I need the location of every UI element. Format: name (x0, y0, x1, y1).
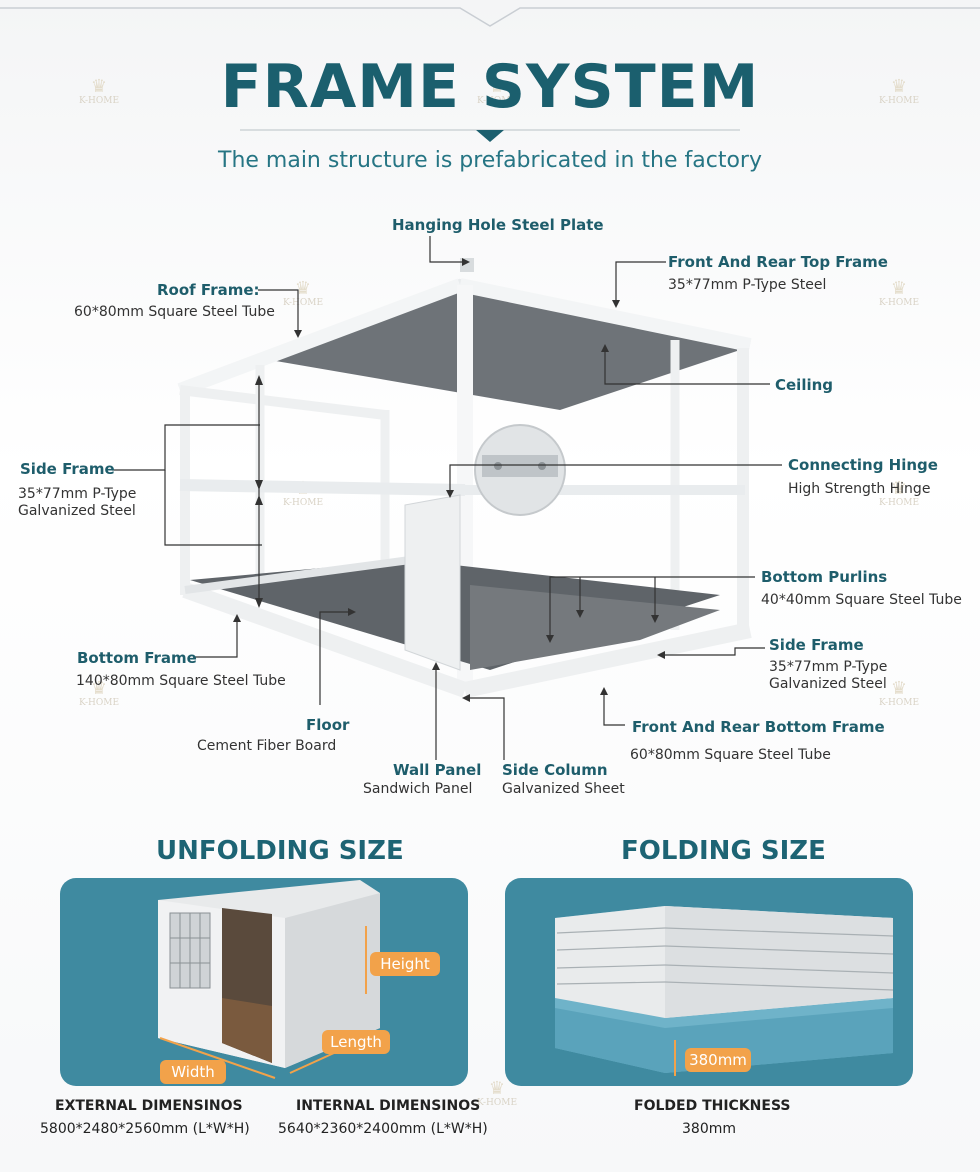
crown-icon: ♛ (890, 678, 908, 699)
page-subtitle: The main structure is prefabricated in t… (218, 148, 762, 173)
label-front-rear-bottom-spec: 60*80mm Square Steel Tube (630, 747, 831, 763)
length-tag: Length (322, 1030, 390, 1054)
watermark: ♛K-HOME (268, 278, 338, 309)
label-side-frame-left-spec1: 35*77mm P-Type (18, 486, 137, 502)
folding-size-panel: 380mm (505, 878, 913, 1086)
label-bottom-frame-spec: 140*80mm Square Steel Tube (76, 673, 286, 689)
folded-thickness-value: 380mm (682, 1121, 736, 1137)
unfolding-size-heading: UNFOLDING SIZE (156, 836, 404, 866)
label-bottom-frame: Bottom Frame (77, 649, 197, 667)
label-floor: Floor (306, 716, 350, 734)
crown-icon: ♛ (294, 278, 312, 299)
label-side-column-spec: Galvanized Sheet (502, 781, 625, 797)
folding-size-heading: FOLDING SIZE (621, 836, 826, 866)
internal-dimensions-title: INTERNAL DIMENSINOS (296, 1098, 481, 1114)
page-title: FRAME SYSTEM (220, 52, 760, 122)
watermark: ♛K-HOME (64, 76, 134, 107)
crown-icon: ♛ (890, 278, 908, 299)
label-connecting-hinge-spec: High Strength Hinge (788, 481, 931, 497)
watermark: ♛K-HOME (864, 278, 934, 309)
top-notch-decoration (0, 7, 980, 27)
label-wall-panel-spec: Sandwich Panel (363, 781, 473, 797)
watermark: ♛K-HOME (64, 678, 134, 709)
width-tag: Width (160, 1060, 226, 1084)
label-bottom-purlins-spec: 40*40mm Square Steel Tube (761, 592, 962, 608)
crown-icon: ♛ (90, 678, 108, 699)
crown-icon: ♛ (488, 76, 506, 97)
label-roof-frame: Roof Frame: (157, 281, 260, 299)
watermark: ♛K-HOME (864, 678, 934, 709)
label-floor-spec: Cement Fiber Board (197, 738, 337, 754)
label-wall-panel: Wall Panel (393, 761, 482, 779)
label-connecting-hinge: Connecting Hinge (788, 456, 938, 474)
label-side-column: Side Column (502, 761, 608, 779)
label-side-frame-left-spec2: Galvanized Steel (18, 503, 136, 519)
internal-dimensions-value: 5640*2360*2400mm (L*W*H) (278, 1121, 488, 1137)
external-dimensions-value: 5800*2480*2560mm (L*W*H) (40, 1121, 250, 1137)
crown-icon: ♛ (90, 76, 108, 97)
watermark: ♛K-HOME (462, 1078, 532, 1109)
label-ceiling: Ceiling (775, 376, 834, 394)
label-side-frame-right-spec1: 35*77mm P-Type (769, 659, 888, 675)
label-side-frame-right-spec2: Galvanized Steel (769, 676, 887, 692)
folded-thickness-title: FOLDED THICKNESS (634, 1098, 791, 1114)
label-front-rear-bottom: Front And Rear Bottom Frame (632, 718, 885, 736)
label-bottom-purlins: Bottom Purlins (761, 568, 888, 586)
label-side-frame-right: Side Frame (769, 636, 864, 654)
height-tag: Height (370, 952, 440, 976)
label-roof-frame-spec: 60*80mm Square Steel Tube (74, 304, 275, 320)
label-hanging-hole: Hanging Hole Steel Plate (392, 216, 604, 234)
crown-icon: ♛ (890, 76, 908, 97)
label-front-rear-top-spec: 35*77mm P-Type Steel (668, 277, 827, 293)
watermark: ♛K-HOME (864, 76, 934, 107)
label-side-frame-left: Side Frame (20, 460, 115, 478)
label-front-rear-top: Front And Rear Top Frame (668, 253, 888, 271)
crown-icon: ♛ (488, 1078, 506, 1099)
folded-thickness-tag: 380mm (685, 1048, 751, 1072)
unfolded-container-illustration (158, 880, 380, 1079)
frame-structure-illustration (177, 258, 752, 698)
leader-lines (112, 236, 782, 760)
unfolding-size-panel: Height Length Width (60, 878, 468, 1086)
watermark: ♛K-HOME (462, 76, 532, 107)
folded-container-illustration (555, 906, 894, 1076)
external-dimensions-title: EXTERNAL DIMENSINOS (55, 1098, 243, 1114)
watermark: ♛K-HOME (864, 478, 934, 509)
title-underline-decoration (240, 129, 740, 142)
crown-icon: ♛ (890, 478, 908, 499)
